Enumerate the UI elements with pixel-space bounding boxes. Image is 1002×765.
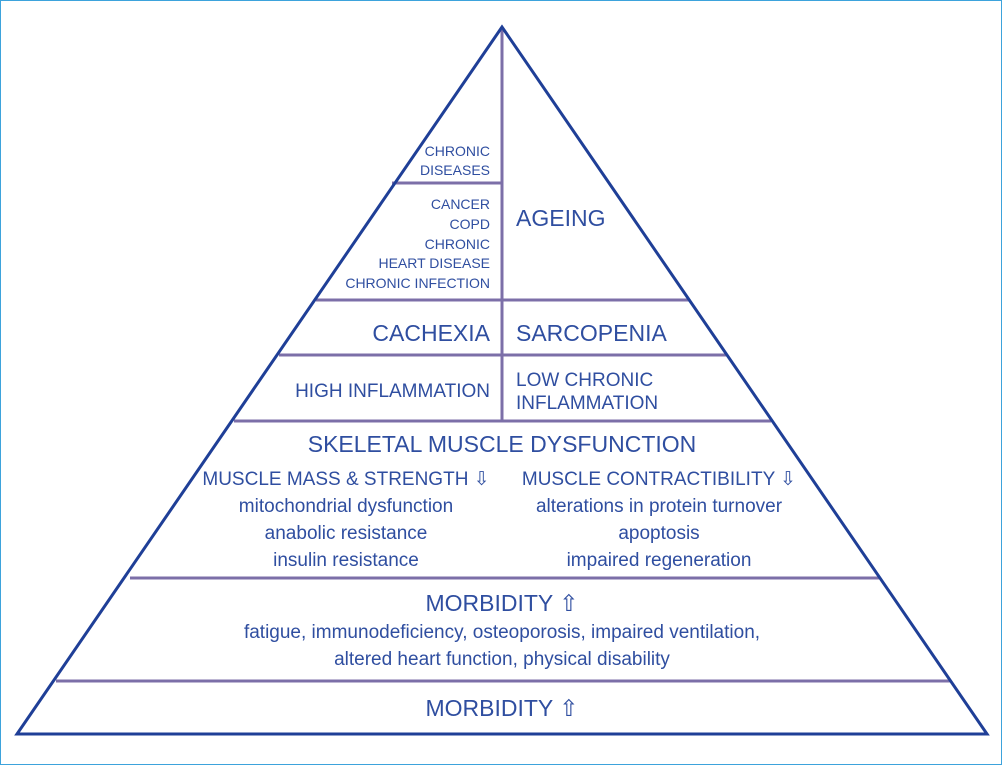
- cachexia-label: CACHEXIA: [372, 320, 490, 346]
- right-item-protein-turnover: alterations in protein turnover: [536, 496, 783, 517]
- morbidity-title-upper: MORBIDITY ⇧: [425, 590, 578, 616]
- morbidity-title-base: MORBIDITY ⇧: [425, 695, 578, 721]
- left-item-insulin: insulin resistance: [273, 550, 419, 571]
- ageing-label: AGEING: [516, 205, 605, 231]
- muscle-mass-strength-heading: MUSCLE MASS & STRENGTH ⇩: [202, 469, 489, 490]
- chronic-diseases-label-1: CHRONIC: [425, 143, 490, 159]
- low-chronic-inflammation-label-1: LOW CHRONIC: [516, 370, 653, 391]
- chronic-diseases-label-2: DISEASES: [420, 162, 490, 178]
- disease-item-chronic-infection: CHRONIC INFECTION: [345, 275, 490, 291]
- sarcopenia-label: SARCOPENIA: [516, 320, 667, 346]
- morbidity-detail-line-2: altered heart function, physical disabil…: [334, 649, 670, 670]
- disease-item-chronic: CHRONIC: [425, 236, 490, 252]
- right-item-apoptosis: apoptosis: [618, 523, 699, 544]
- right-item-regeneration: impaired regeneration: [567, 550, 752, 571]
- low-chronic-inflammation-label-2: INFLAMMATION: [516, 393, 658, 414]
- pyramid-outline: [14, 24, 990, 736]
- disease-item-cancer: CANCER: [431, 196, 490, 212]
- high-inflammation-label: HIGH INFLAMMATION: [295, 381, 490, 402]
- skeletal-muscle-dysfunction-title: SKELETAL MUSCLE DYSFUNCTION: [308, 431, 697, 457]
- muscle-contractibility-heading: MUSCLE CONTRACTIBILITY ⇩: [522, 469, 796, 490]
- disease-item-heart-disease: HEART DISEASE: [378, 255, 490, 271]
- left-item-anabolic: anabolic resistance: [265, 523, 428, 544]
- morbidity-detail-line-1: fatigue, immunodeficiency, osteoporosis,…: [244, 622, 760, 643]
- left-item-mitochondrial: mitochondrial dysfunction: [239, 496, 453, 517]
- disease-item-copd: COPD: [450, 216, 490, 232]
